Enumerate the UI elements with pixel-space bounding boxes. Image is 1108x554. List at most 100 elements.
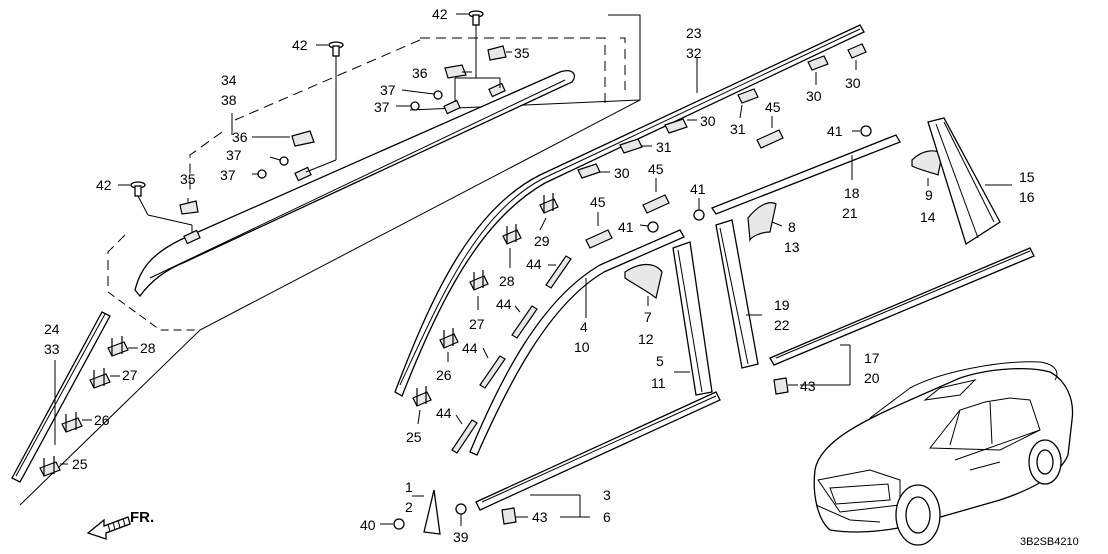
- callout-45c: 45: [765, 99, 781, 115]
- callout-39: 39: [453, 529, 469, 545]
- callout-14: 14: [920, 209, 936, 225]
- callout-27b: 27: [469, 316, 485, 332]
- callout-27a: 27: [122, 367, 138, 383]
- mirror-corner-garnish: [412, 489, 441, 535]
- callout-41c: 41: [827, 123, 843, 139]
- callout-41b: 41: [690, 181, 706, 197]
- callout-3: 3: [603, 487, 611, 503]
- callout-6: 6: [603, 509, 611, 525]
- callout-7: 7: [644, 309, 652, 325]
- callout-11: 11: [651, 375, 666, 391]
- callout-40: 40: [360, 517, 376, 533]
- callout-1: 1: [405, 479, 413, 495]
- callout-32: 32: [686, 45, 702, 61]
- leader-17: [800, 344, 851, 386]
- callout-36a: 36: [232, 129, 248, 145]
- callout-16: 16: [1019, 189, 1035, 205]
- direction-label: FR.: [130, 509, 154, 526]
- callout-41a: 41: [618, 219, 634, 235]
- callout-28a: 28: [140, 340, 156, 356]
- callout-21: 21: [842, 205, 858, 221]
- callout-24: 24: [44, 321, 60, 337]
- callout-37b: 37: [220, 167, 236, 183]
- callout-33: 33: [44, 341, 60, 357]
- callout-37c: 37: [380, 82, 396, 98]
- callout-20: 20: [864, 370, 880, 386]
- callout-15: 15: [1019, 169, 1035, 185]
- rail-cap-35b: [487, 45, 507, 61]
- clips-30-31: [577, 43, 867, 179]
- screw-37: [257, 90, 443, 179]
- callout-10: 10: [574, 339, 590, 355]
- callout-43a: 43: [800, 378, 816, 394]
- callout-44a: 44: [526, 256, 542, 272]
- callout-44b: 44: [496, 296, 512, 312]
- callout-5: 5: [656, 353, 664, 369]
- garnish-7: [624, 263, 663, 306]
- clips-roof-molding: [412, 193, 559, 425]
- callout-42b: 42: [292, 37, 308, 53]
- rail-cap-35a: [179, 200, 199, 215]
- callout-29: 29: [534, 233, 550, 249]
- roof-rail-callout-frame: [19, 14, 641, 506]
- callout-31b: 31: [730, 121, 746, 137]
- clips-41: [639, 125, 872, 233]
- roof-rail: [134, 70, 575, 298]
- callout-37d: 37: [374, 99, 390, 115]
- front-pillar-molding-left: [11, 311, 111, 483]
- callout-36b: 36: [412, 65, 428, 81]
- rail-cap-36a: [291, 130, 315, 147]
- callout-38: 38: [221, 92, 237, 108]
- callout-9: 9: [925, 187, 933, 203]
- callout-17: 17: [864, 350, 880, 366]
- callout-30a: 30: [614, 165, 630, 181]
- callout-30b: 30: [700, 113, 716, 129]
- callout-19: 19: [774, 297, 790, 313]
- door-molding-upper: [711, 134, 901, 215]
- callout-25a: 25: [72, 456, 88, 472]
- pillar-garnish-19: [715, 219, 759, 369]
- leader-3: [530, 494, 590, 518]
- callout-13: 13: [784, 239, 800, 255]
- callout-labels: 1 2 3 4 5 6 7 8 9 10 11 12 13 14 15 16 1…: [44, 6, 1035, 545]
- callout-26b: 26: [436, 367, 452, 383]
- callout-4: 4: [580, 319, 588, 335]
- callout-30d: 30: [845, 75, 861, 91]
- callout-35a: 35: [180, 171, 196, 187]
- callout-35b: 35: [514, 45, 530, 61]
- callout-44c: 44: [462, 340, 478, 356]
- door-belt-molding-rear: [769, 247, 1035, 366]
- callout-28b: 28: [499, 273, 515, 289]
- rail-cap-36b: [444, 64, 467, 79]
- door-belt-molding-front: [475, 391, 721, 511]
- callout-26a: 26: [94, 412, 110, 428]
- front-direction-arrow: FR.: [86, 509, 154, 540]
- clips-43: [501, 377, 798, 525]
- rail-leaders: [118, 13, 512, 232]
- callout-31a: 31: [656, 139, 672, 155]
- diagram-code: 3B2SB4210: [1020, 536, 1079, 548]
- rear-quarter-garnish: [927, 117, 1001, 246]
- callout-34: 34: [221, 72, 237, 88]
- callout-8: 8: [788, 219, 796, 235]
- callout-45a: 45: [590, 194, 606, 210]
- door-sash-molding-front: [469, 229, 685, 456]
- clips-39-40: [380, 503, 467, 530]
- callout-2: 2: [405, 499, 413, 515]
- vehicle-illustration: [813, 361, 1074, 546]
- garnish-8: [747, 202, 783, 243]
- callout-18: 18: [844, 185, 860, 201]
- callout-30c: 30: [806, 88, 822, 104]
- seal-strips-44: [451, 255, 572, 454]
- callout-22: 22: [774, 317, 790, 333]
- callout-45b: 45: [648, 161, 664, 177]
- clips-45: [585, 116, 784, 249]
- clips-left-column: [39, 336, 138, 477]
- roof-molding: [394, 24, 865, 397]
- callout-42a: 42: [96, 177, 112, 193]
- bolt-42: [130, 10, 484, 197]
- callout-37a: 37: [226, 147, 242, 163]
- callout-42c: 42: [432, 6, 448, 22]
- callout-43b: 43: [532, 509, 548, 525]
